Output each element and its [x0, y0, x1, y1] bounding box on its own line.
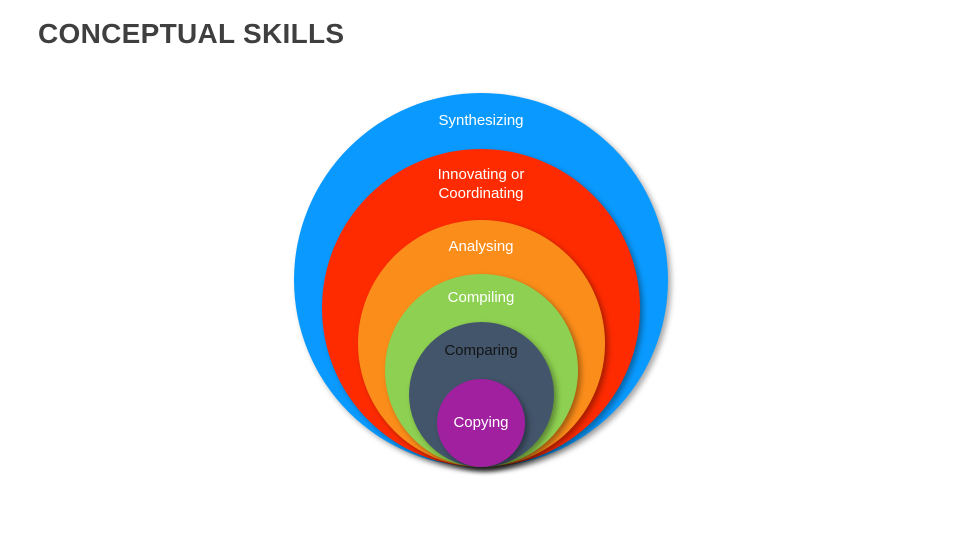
circle-copying — [437, 379, 525, 467]
slide-title: CONCEPTUAL SKILLS — [38, 18, 345, 49]
